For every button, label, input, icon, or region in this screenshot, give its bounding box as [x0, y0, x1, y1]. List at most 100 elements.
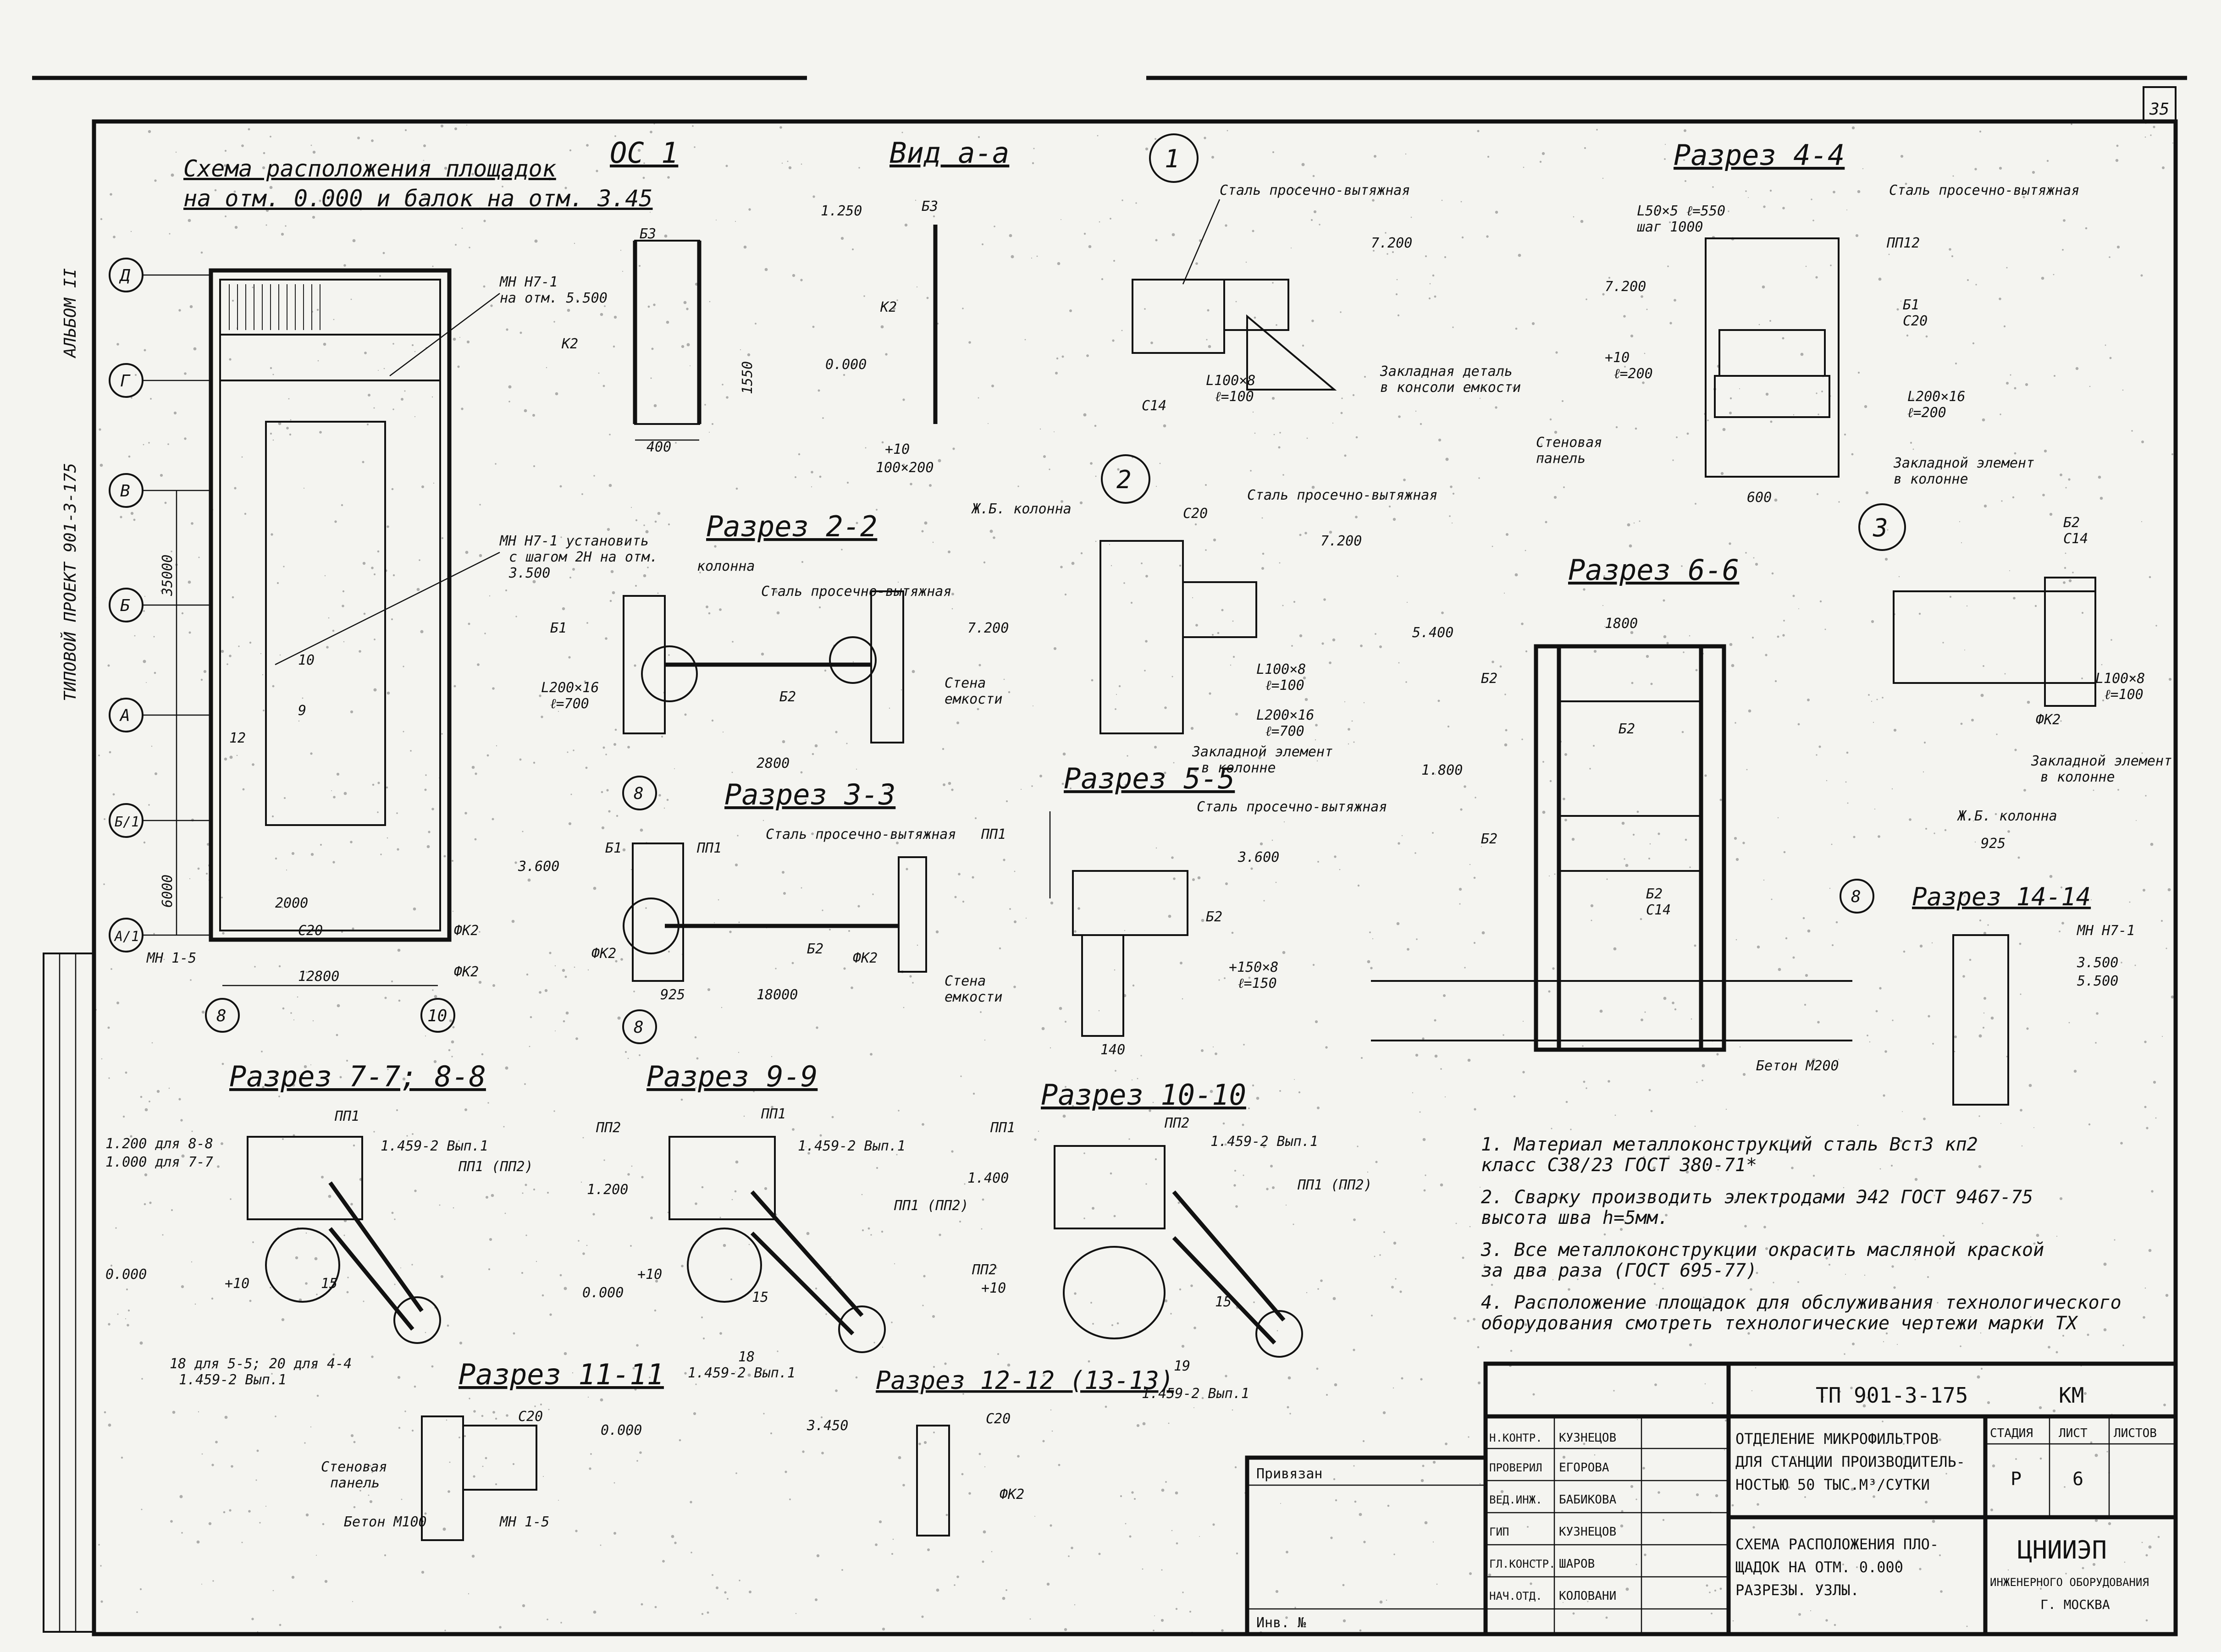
axis-marker [109, 803, 144, 838]
speckle-dot [1116, 694, 1117, 695]
speckle-dot [1542, 761, 1544, 763]
speckle-dot [386, 786, 388, 789]
speckle-dot [1862, 1404, 1866, 1408]
r44-zakl: Закладной элемент [1893, 455, 2034, 471]
speckle-dot [471, 1554, 475, 1558]
speckle-dot [414, 351, 416, 352]
speckle-dot [1059, 1007, 1062, 1010]
speckle-dot [630, 507, 632, 508]
speckle-dot [816, 1026, 818, 1029]
speckle-dot [2160, 920, 2163, 922]
speckle-dot [423, 144, 426, 147]
r33-b2: Б2 [807, 941, 823, 957]
r33-wall [898, 856, 927, 973]
speckle-dot [1357, 884, 1360, 887]
speckle-dot [469, 1398, 470, 1399]
speckle-dot [1101, 278, 1104, 281]
tb-person: КОЛОВАНИ [1559, 1589, 1616, 1603]
node2-l200: L200×16 [1256, 707, 1314, 723]
speckle-dot [2065, 1573, 2067, 1575]
speckle-dot [1969, 958, 1972, 961]
speckle-dot [2032, 171, 2035, 174]
speckle-dot [1009, 908, 1011, 910]
speckle-dot [391, 618, 393, 620]
speckle-dot [421, 1570, 425, 1574]
speckle-dot [1302, 344, 1304, 347]
speckle-dot [2026, 1027, 2029, 1030]
speckle-dot [316, 1294, 318, 1295]
speckle-dot [846, 481, 849, 484]
axis-marker [109, 363, 144, 398]
speckle-dot [270, 136, 271, 138]
speckle-dot [1893, 728, 1897, 732]
speckle-dot [743, 1115, 745, 1117]
speckle-dot [278, 965, 281, 968]
speckle-dot [2171, 995, 2174, 999]
r778-plast: +10 [225, 1276, 249, 1292]
speckle-dot [534, 1405, 536, 1407]
speckle-dot [1168, 914, 1171, 918]
speckle-dot [143, 444, 144, 446]
speckle-dot [2145, 1554, 2148, 1557]
speckle-dot [127, 1324, 129, 1327]
speckle-dot [1738, 1191, 1740, 1193]
speckle-dot [172, 1410, 176, 1414]
speckle-dot [1565, 1101, 1568, 1103]
speckle-dot [898, 1110, 900, 1112]
title-r66: Разрез 6-6 [1568, 553, 1739, 587]
speckle-dot [867, 1227, 870, 1230]
speckle-dot [1233, 1184, 1236, 1187]
speckle-dot [634, 664, 636, 667]
speckle-dot [222, 932, 225, 935]
speckle-dot [128, 455, 131, 458]
speckle-dot [747, 1373, 751, 1377]
speckle-dot [1289, 1413, 1291, 1415]
speckle-dot [1949, 595, 1952, 598]
speckle-dot [651, 347, 654, 350]
r22-stena: Стена [945, 675, 986, 691]
speckle-dot [464, 1435, 466, 1437]
r1212-post [916, 1425, 950, 1536]
speckle-dot [203, 670, 207, 673]
speckle-dot [1650, 1110, 1653, 1112]
node2-marker [1101, 454, 1150, 504]
speckle-dot [522, 1604, 525, 1608]
speckle-dot [782, 740, 785, 743]
speckle-dot [1990, 1016, 1994, 1020]
speckle-dot [956, 1575, 959, 1578]
speckle-dot [1844, 433, 1846, 436]
speckle-dot [1428, 297, 1431, 300]
speckle-dot [2121, 962, 2122, 964]
plan-label-10: 10 [298, 652, 315, 668]
speckle-dot [1154, 1615, 1155, 1616]
speckle-dot [1783, 851, 1786, 854]
speckle-dot [840, 237, 844, 240]
speckle-dot [533, 1188, 536, 1191]
node3-e100: ℓ=100 [2105, 687, 2144, 703]
speckle-dot [1928, 1015, 1930, 1018]
speckle-dot [107, 664, 110, 667]
speckle-dot [1753, 557, 1755, 559]
speckle-dot [650, 377, 652, 379]
speckle-dot [352, 239, 356, 242]
speckle-dot [2149, 576, 2151, 578]
speckle-dot [1053, 647, 1057, 650]
speckle-dot [1635, 427, 1637, 430]
speckle-dot [1636, 810, 1639, 813]
r33-emkosti: емкости [945, 989, 1002, 1005]
speckle-dot [862, 1229, 864, 1232]
speckle-dot [565, 1011, 569, 1015]
speckle-dot [275, 1415, 276, 1417]
speckle-dot [993, 536, 995, 539]
speckle-dot [952, 447, 955, 450]
speckle-dot [1891, 1265, 1894, 1268]
speckle-dot [1875, 1010, 1878, 1013]
speckle-dot [248, 128, 250, 131]
r44-shag: шаг 1000 [1637, 219, 1703, 235]
speckle-dot [486, 1196, 488, 1199]
tb-role: ГИП [1489, 1525, 1509, 1538]
speckle-dot [1757, 945, 1760, 949]
plan-title-line2: на отм. 0.000 и балок на отм. 3.45 [183, 185, 653, 212]
speckle-dot [1763, 205, 1766, 208]
node3-c14: С14 [2063, 531, 2088, 547]
